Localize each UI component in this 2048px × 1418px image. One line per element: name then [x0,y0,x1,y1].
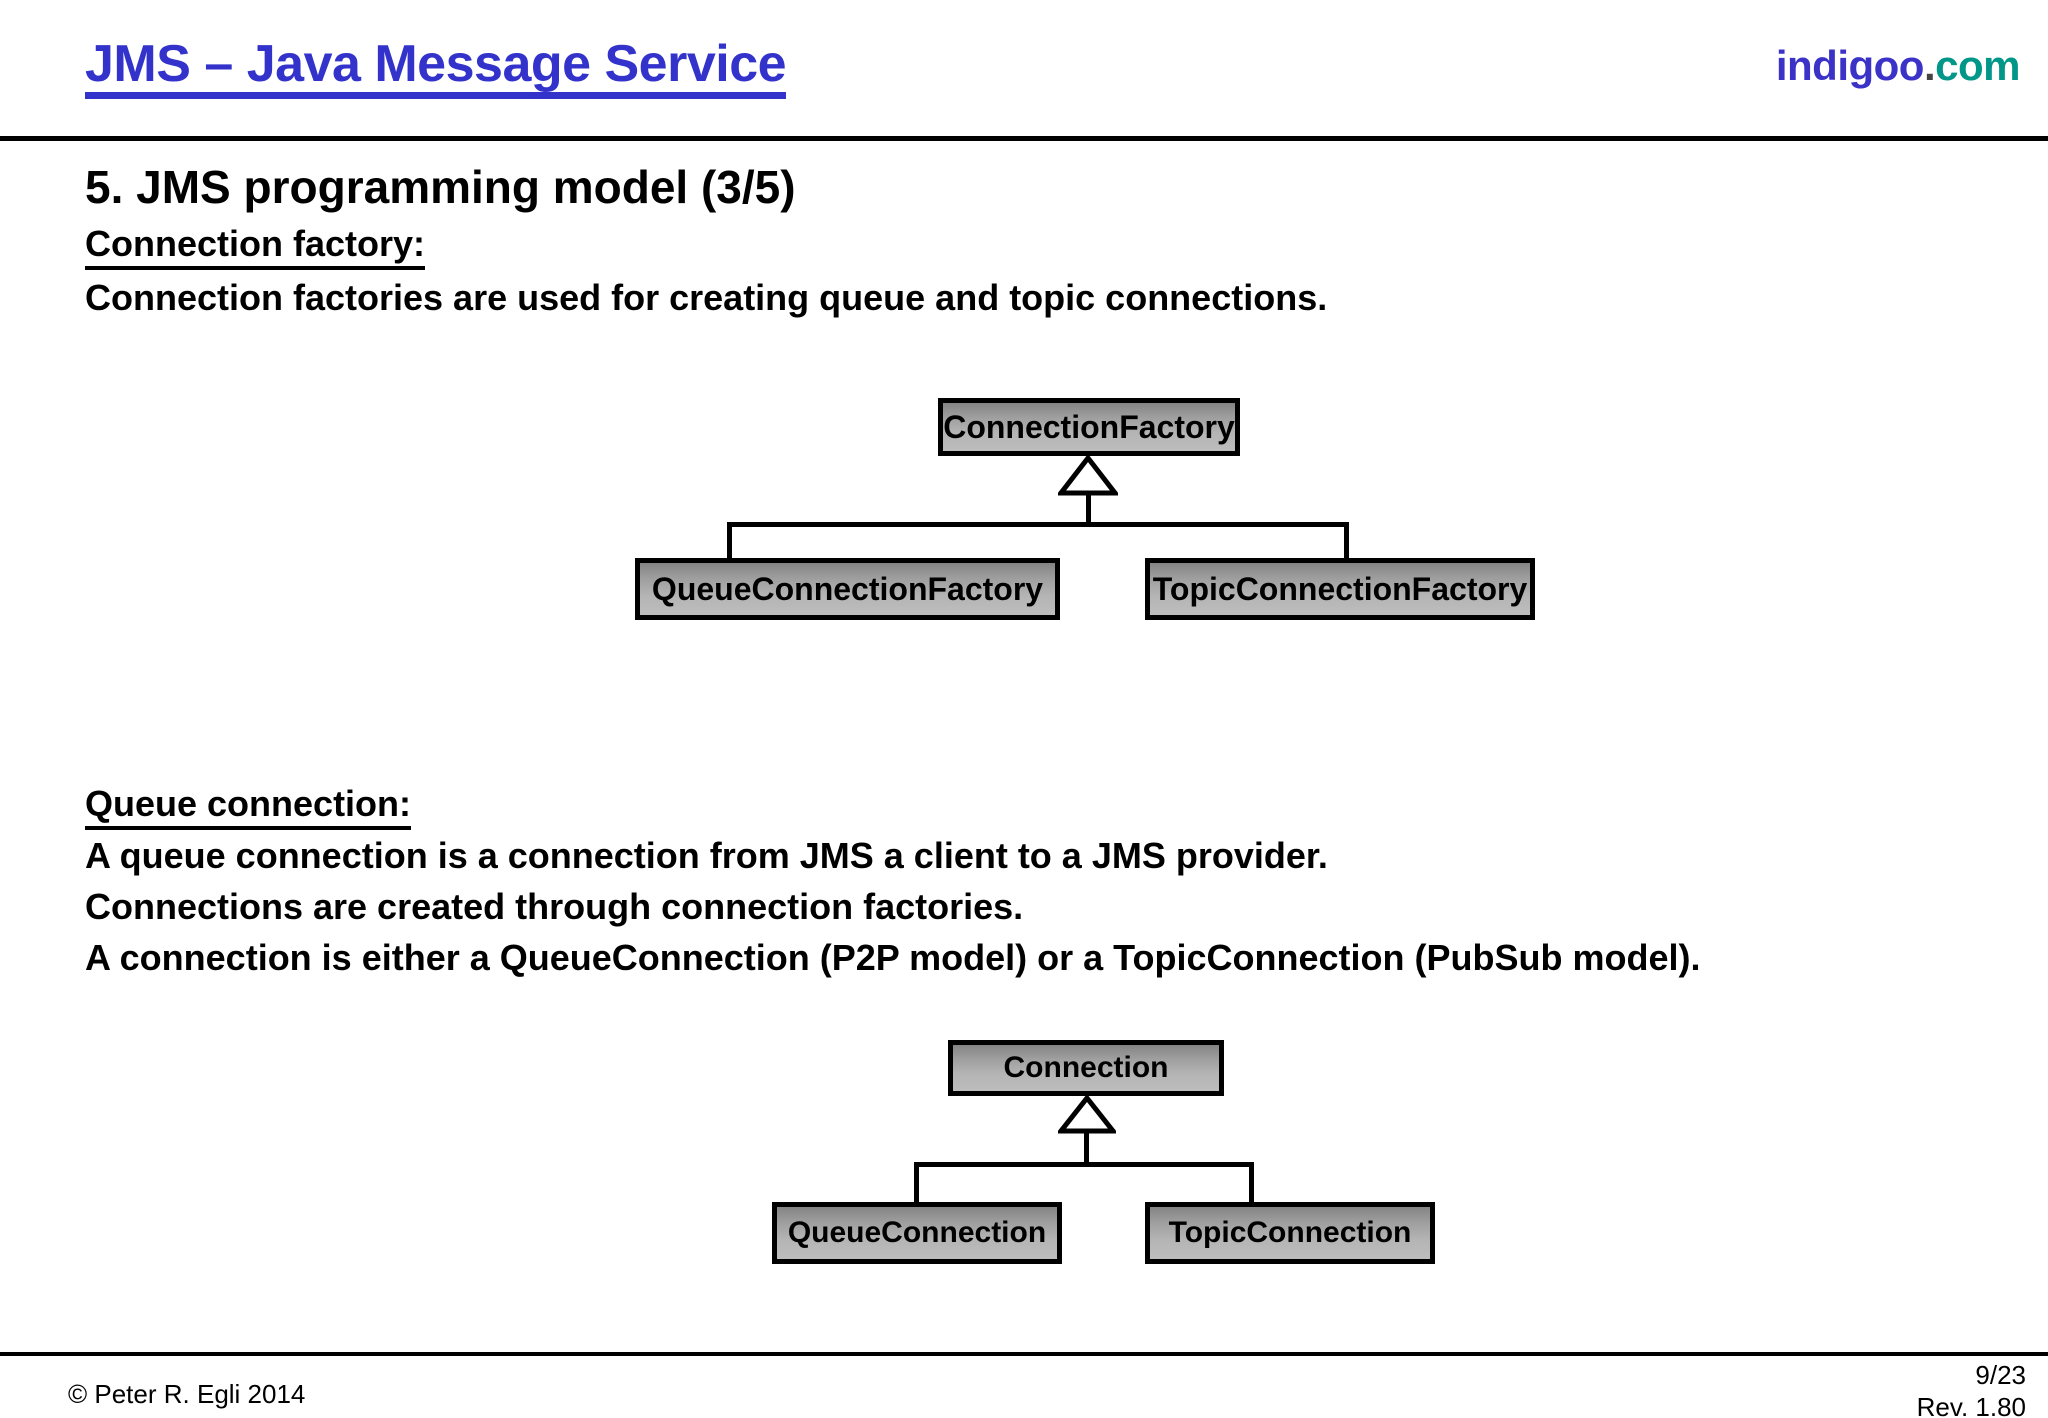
uml-generalization-arrow-icon-2 [1058,1096,1116,1134]
page-title: JMS – Java Message Service [85,38,787,99]
brand-tld-text: com [1935,42,2020,89]
paragraph-connection-factory: Connection factories are used for creati… [85,277,1328,318]
uml-class-topicconnection[interactable]: TopicConnection [1145,1202,1435,1264]
uml-connector-stem-2 [1084,1130,1089,1166]
header-divider [0,136,2048,141]
uml-class-connectionfactory[interactable]: ConnectionFactory [938,398,1240,456]
paragraph-queue-connection-line-2: Connections are created through connecti… [85,886,1024,927]
uml-generalization-arrow-icon [1058,456,1118,496]
page-number: 9/23 [1975,1360,2026,1390]
revision-label: Rev. 1.80 [1916,1392,2026,1418]
uml-class-queueconnectionfactory[interactable]: QueueConnectionFactory [635,558,1060,620]
uml-connector-bar-2 [914,1162,1254,1167]
uml-connector-stem [1086,492,1091,526]
section-title: 5. JMS programming model (3/5) [85,161,796,213]
uml-class-topicconnectionfactory[interactable]: TopicConnectionFactory [1145,558,1535,620]
uml-class-connection[interactable]: Connection [948,1040,1224,1096]
subheading-connection-factory: Connection factory: [85,223,426,270]
brand-dot-text: . [1923,42,1936,89]
uml-connector-drop-left [727,522,732,562]
uml-connector-drop-left-2 [914,1162,919,1204]
subheading-queue-connection: Queue connection: [85,783,412,830]
uml-connector-drop-right [1344,522,1349,562]
brand-logo: indigoo.com [1775,42,2021,90]
uml-class-queueconnection[interactable]: QueueConnection [772,1202,1062,1264]
footer-divider [0,1352,2048,1356]
paragraph-queue-connection-line-3: A connection is either a QueueConnection… [85,937,1701,978]
uml-connector-drop-right-2 [1249,1162,1254,1204]
copyright-text: © Peter R. Egli 2014 [68,1379,306,1409]
slide-header: JMS – Java Message Service indigoo.com [0,0,2048,141]
brand-name-text: indigoo [1775,42,1925,89]
paragraph-queue-connection-line-1: A queue connection is a connection from … [85,835,1328,876]
uml-connector-bar [727,522,1349,527]
